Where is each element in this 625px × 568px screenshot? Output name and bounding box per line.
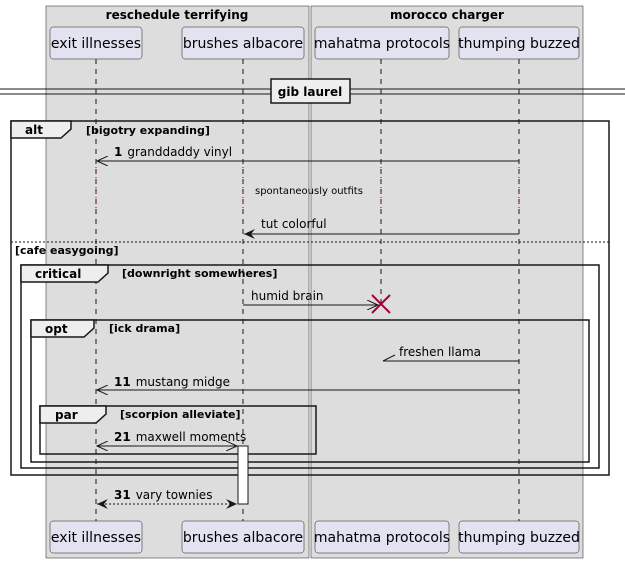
frame-alt: alt [bigotry expanding] [cafe easygoing]: [10, 120, 610, 476]
divider-label: gib laurel: [278, 85, 342, 99]
participant-thumping-buzzed-top[interactable]: thumping buzzed: [458, 26, 580, 60]
participant-label: brushes albacore: [183, 530, 303, 546]
group-box-title: reschedule terrifying: [106, 8, 249, 22]
frame-else-condition: [cafe easygoing]: [15, 244, 119, 257]
frame-keyword: par: [55, 408, 78, 422]
frame-opt: opt [ick drama]: [30, 319, 590, 463]
participant-label: thumping buzzed: [458, 36, 580, 52]
message-humid-brain: humid brain: [243, 289, 378, 305]
delay-label: spontaneously outfits: [255, 186, 363, 197]
participant-brushes-albacore-top[interactable]: brushes albacore: [181, 26, 305, 60]
frame-keyword: opt: [45, 322, 68, 336]
participant-label: mahatma protocols: [314, 36, 450, 52]
frame-condition: [downright somewheres]: [122, 267, 277, 280]
participant-label: mahatma protocols: [314, 530, 450, 546]
message-freshen-llama: freshen llama: [382, 345, 519, 362]
frame-condition: [ick drama]: [109, 322, 180, 335]
participant-brushes-albacore-bottom[interactable]: brushes albacore: [181, 520, 305, 554]
participant-label: exit illnesses: [51, 36, 141, 52]
participant-label: brushes albacore: [183, 36, 303, 52]
frame-critical: critical [downright somewheres]: [20, 264, 600, 469]
divider-gib-laurel: gib laurel: [0, 78, 625, 104]
delay-spontaneously-outfits: spontaneously outfits: [95, 167, 520, 212]
message-label: freshen llama: [399, 345, 481, 359]
participant-thumping-buzzed-bottom[interactable]: thumping buzzed: [458, 520, 580, 554]
message-tut-colorful: tut colorful: [244, 217, 519, 239]
participant-exit-illnesses-top[interactable]: exit illnesses: [49, 26, 143, 60]
destroy-icon: [371, 294, 391, 314]
message-label: tut colorful: [261, 217, 327, 231]
participant-label: exit illnesses: [51, 530, 141, 546]
participant-mahatma-protocols-bottom[interactable]: mahatma protocols: [314, 520, 450, 554]
group-box-morocco-charger: morocco charger: [310, 5, 584, 559]
frame-keyword: critical: [35, 267, 81, 281]
participant-mahatma-protocols-top[interactable]: mahatma protocols: [314, 26, 450, 60]
frame-condition: [scorpion alleviate]: [120, 408, 240, 421]
activation-bar: [237, 445, 249, 505]
group-box-title: morocco charger: [390, 8, 504, 22]
message-label: humid brain: [251, 289, 324, 303]
frame-condition: [bigotry expanding]: [86, 124, 210, 137]
participant-exit-illnesses-bottom[interactable]: exit illnesses: [49, 520, 143, 554]
frame-keyword: alt: [25, 123, 43, 137]
frame-par: par [scorpion alleviate]: [39, 405, 317, 455]
participant-label: thumping buzzed: [458, 530, 580, 546]
